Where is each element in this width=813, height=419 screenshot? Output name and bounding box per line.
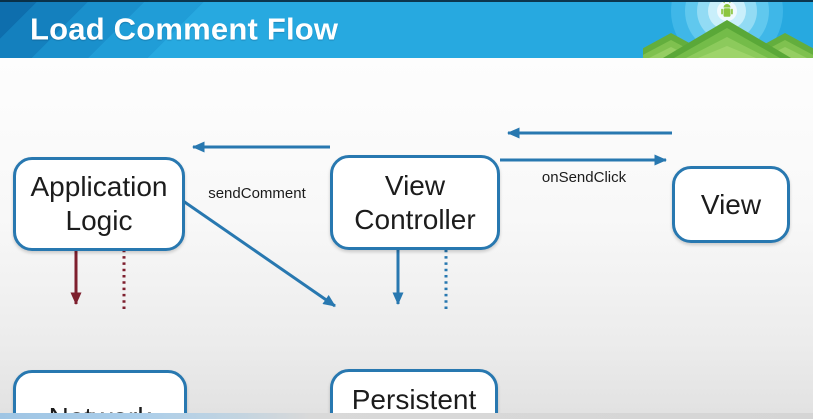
node-label: Application Logic [30, 171, 168, 236]
edge-label-sendcomment: sendComment [208, 185, 306, 202]
diagram-canvas: Application Logic View Controller View N… [0, 58, 813, 419]
edge-label-onsendclick: onSendClick [541, 169, 627, 186]
node-persistent-model: Persistent Model [330, 369, 498, 419]
edge-applogic-to-persistentmodel [172, 192, 336, 308]
node-label: View [700, 188, 762, 220]
android-summit-logo-icon [643, 2, 813, 58]
title-banner: Load Comment Flow [0, 0, 813, 58]
node-label: View Controller [354, 169, 476, 235]
android-robot-icon [721, 2, 733, 17]
node-application-logic: Application Logic [13, 157, 185, 251]
bottom-progress-strip [0, 413, 813, 419]
mountains-graphic [643, 20, 813, 58]
node-network: Network [13, 370, 187, 419]
slide-title: Load Comment Flow [30, 11, 339, 47]
node-view: View [672, 166, 790, 243]
node-view-controller: View Controller [330, 155, 500, 250]
